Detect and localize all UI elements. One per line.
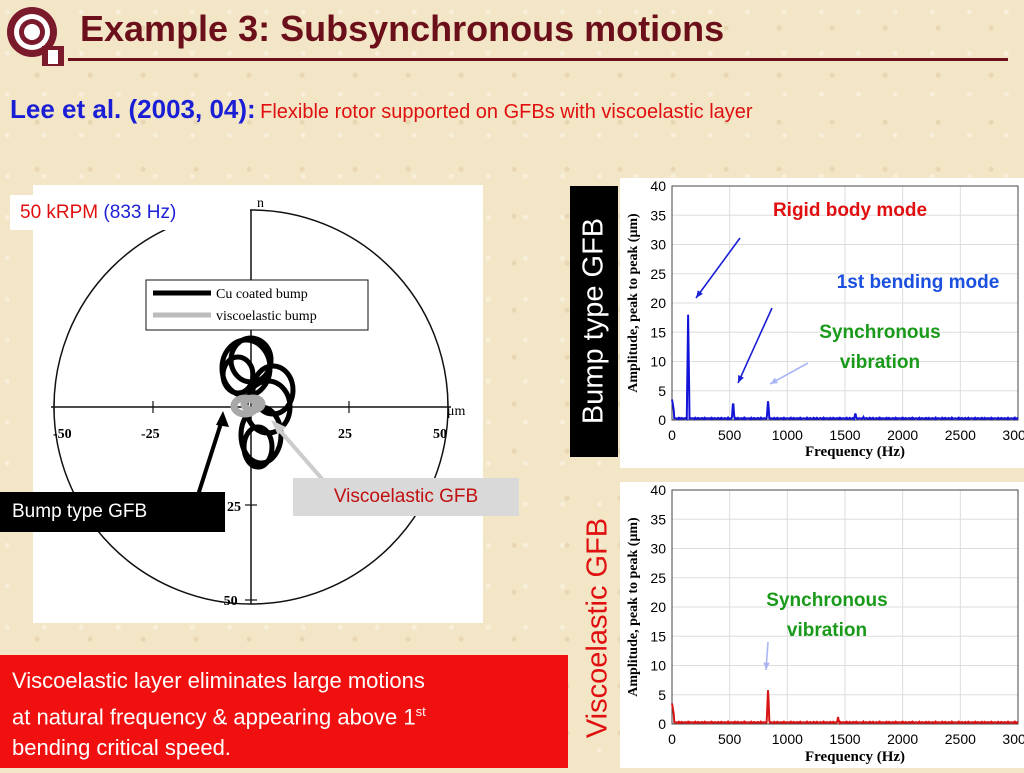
y-tick-label: 40 xyxy=(650,482,666,498)
x-tick-label: 2500 xyxy=(945,731,976,747)
speed-rpm: 50 kRPM xyxy=(20,202,98,223)
orbit-plot: -50 -25 25 50 25 -50 μm n Cu coated bump… xyxy=(33,185,483,623)
y-tick-label: 0 xyxy=(658,716,666,732)
x-tick-label: 1500 xyxy=(829,427,860,443)
annotation-arrowhead xyxy=(763,662,769,670)
x-tick-label: 3000 xyxy=(1002,427,1024,443)
subtitle-description: Flexible rotor supported on GFBs with vi… xyxy=(260,101,752,123)
note-line-2-text: at natural frequency & appearing above 1 xyxy=(12,704,416,729)
x-tick-label: 0 xyxy=(668,731,676,747)
note-line-1: Viscoelastic layer eliminates large moti… xyxy=(12,665,556,696)
y-tick-label: 30 xyxy=(650,541,666,557)
orbit-tick-y-neg50: -50 xyxy=(219,594,238,609)
bump-type-callout: Bump type GFB xyxy=(0,492,225,532)
spectrum-chart-viscoelastic: 0 5 10 15 20 25 30 35 40 0 500 1000 1500 2000 2500 3000… xyxy=(620,482,1024,768)
visco-pointer-arrow xyxy=(275,425,323,480)
y-tick-label: 25 xyxy=(650,570,666,586)
y-tick-label: 10 xyxy=(650,354,666,370)
orbit-axis-unit: μm xyxy=(447,404,466,419)
annotation-label: vibration xyxy=(787,620,867,641)
bump-pointer-arrow xyxy=(198,417,223,495)
side-label-bump: Bump type GFB xyxy=(578,218,611,424)
x-tick-label: 2500 xyxy=(945,427,976,443)
annotation-arrow xyxy=(738,308,772,383)
orbit-tick-x-50: 50 xyxy=(433,427,447,442)
x-tick-label: 3000 xyxy=(1002,731,1024,747)
note-superscript: st xyxy=(416,704,426,719)
orbit-tick-x-neg25: -25 xyxy=(141,427,160,442)
viscoelastic-callout: Viscoelastic GFB xyxy=(293,478,519,516)
note-line-3: bending critical speed. xyxy=(12,732,556,763)
y-tick-label: 0 xyxy=(658,412,666,428)
y-tick-label: 30 xyxy=(650,237,666,253)
y-tick-label: 20 xyxy=(650,599,666,615)
x-tick-label: 0 xyxy=(668,427,676,443)
annotation-arrow xyxy=(696,238,740,298)
x-tick-label: 500 xyxy=(718,427,742,443)
speed-label: 50 kRPM (833 Hz) xyxy=(10,195,250,230)
annotation-label: vibration xyxy=(840,352,920,373)
orbit-axis-top-label: n xyxy=(257,196,264,211)
subtitle-author: Lee et al. (2003, 04): xyxy=(10,94,256,124)
x-tick-label: 500 xyxy=(718,731,742,747)
orbit-viscoelastic-trace xyxy=(234,398,262,414)
subtitle: Lee et al. (2003, 04): Flexible rotor su… xyxy=(10,94,753,125)
conclusion-note: Viscoelastic layer eliminates large moti… xyxy=(0,655,568,768)
university-logo-icon xyxy=(4,2,66,68)
y-tick-label: 35 xyxy=(650,207,666,223)
annotation-label: 1st bending mode xyxy=(837,272,1000,293)
y-tick-label: 5 xyxy=(658,383,666,399)
note-line-2: at natural frequency & appearing above 1… xyxy=(12,696,556,732)
page-title: Example 3: Subsynchronous motions xyxy=(80,8,724,50)
annotation-label: Rigid body mode xyxy=(773,200,927,221)
x-tick-label: 2000 xyxy=(887,427,918,443)
y-tick-label: 20 xyxy=(650,295,666,311)
y-tick-label: 15 xyxy=(650,324,666,340)
x-axis-label: Frequency (Hz) xyxy=(805,749,905,765)
y-tick-label: 10 xyxy=(650,658,666,674)
spectrum-chart-bump: 0 5 10 15 20 25 30 35 40 0 500 1000 1500 2000 2500 3000… xyxy=(620,178,1024,468)
annotation-label: Synchronous xyxy=(766,590,887,611)
side-label-viscoelastic: Viscoelastic GFB xyxy=(582,518,615,738)
speed-hz: (833 Hz) xyxy=(103,202,176,223)
orbit-tick-x-25: 25 xyxy=(338,427,352,442)
x-tick-label: 2000 xyxy=(887,731,918,747)
orbit-tick-y-25: 25 xyxy=(227,500,241,515)
orbit-tick-x-neg50: -50 xyxy=(53,427,72,442)
y-tick-label: 15 xyxy=(650,628,666,644)
y-tick-label: 40 xyxy=(650,178,666,194)
y-tick-label: 5 xyxy=(658,687,666,703)
x-axis-label: Frequency (Hz) xyxy=(805,444,905,460)
orbit-legend-visco: viscoelastic bump xyxy=(216,309,317,324)
y-axis-label: Amplitude, peak to peak (μm) xyxy=(626,213,641,393)
x-tick-label: 1000 xyxy=(772,427,803,443)
x-tick-label: 1000 xyxy=(772,731,803,747)
y-axis-label: Amplitude, peak to peak (μm) xyxy=(626,517,641,697)
x-tick-label: 1500 xyxy=(829,731,860,747)
orbit-legend-cu: Cu coated bump xyxy=(216,287,308,302)
y-tick-label: 35 xyxy=(650,511,666,527)
annotation-label: Synchronous xyxy=(819,322,940,343)
title-divider xyxy=(68,58,1008,61)
y-tick-label: 25 xyxy=(650,266,666,282)
